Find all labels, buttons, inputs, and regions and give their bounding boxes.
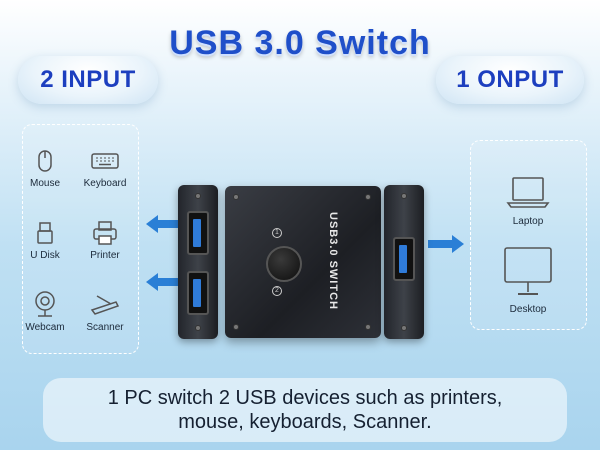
right-port-bracket	[384, 185, 424, 339]
arrow-left-icon	[146, 215, 182, 233]
scanner-icon	[90, 295, 120, 315]
usb-switch-device	[225, 186, 381, 338]
arrow-left-icon	[146, 273, 182, 291]
keyboard-icon	[91, 153, 119, 169]
device-laptop: Laptop	[499, 172, 557, 227]
device-mouse: Mouse	[16, 148, 74, 189]
inputs-bubble: 2 INPUT	[18, 56, 158, 104]
switch-label: USB3.0 SWITCH	[327, 212, 339, 310]
left-port-bracket	[178, 185, 218, 339]
device-label: Keyboard	[83, 178, 127, 189]
description-box: 1 PC switch 2 USB devices such as printe…	[43, 378, 567, 442]
usb-disk-icon	[37, 222, 53, 244]
description-line: mouse, keyboards, Scanner.	[178, 411, 432, 433]
output-devices-panel	[470, 140, 587, 330]
device-u-disk: U Disk	[16, 220, 74, 261]
device-printer: Printer	[76, 220, 134, 261]
outputs-bubble: 1 ONPUT	[436, 56, 584, 104]
laptop-icon	[506, 177, 550, 208]
desktop-icon	[504, 247, 552, 295]
switch-button[interactable]	[266, 246, 302, 282]
led-indicator: 1	[272, 228, 282, 238]
device-label: Desktop	[509, 304, 547, 315]
usb-port	[393, 237, 415, 281]
led-indicator: 2	[272, 286, 282, 296]
device-label: Mouse	[29, 178, 60, 189]
webcam-icon	[35, 291, 55, 317]
printer-icon	[93, 221, 117, 245]
device-label: Laptop	[512, 216, 544, 227]
device-label: Webcam	[25, 322, 65, 333]
usb-port	[187, 271, 209, 315]
device-label: Printer	[90, 250, 120, 261]
device-scanner: Scanner	[76, 290, 134, 333]
device-webcam: Webcam	[16, 290, 74, 333]
mouse-icon	[38, 150, 52, 172]
device-label: Scanner	[86, 322, 124, 333]
device-label: U Disk	[30, 250, 60, 261]
arrow-right-icon	[428, 235, 464, 253]
usb-port	[187, 211, 209, 255]
page-title: USB 3.0 Switch	[169, 24, 431, 62]
device-desktop: Desktop	[499, 244, 557, 315]
device-keyboard: Keyboard	[76, 148, 134, 189]
description-line: 1 PC switch 2 USB devices such as printe…	[107, 387, 503, 409]
